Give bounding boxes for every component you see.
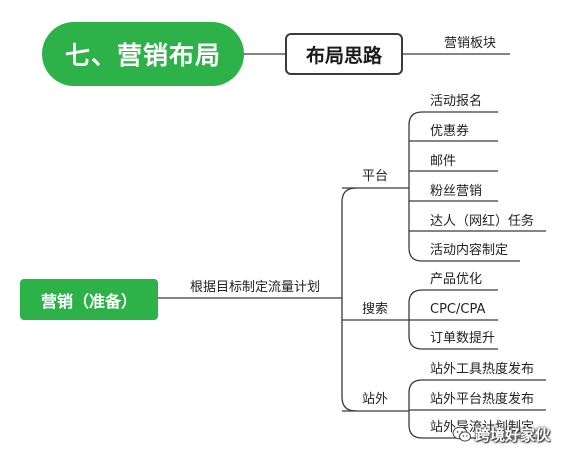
leaf-item: 活动内容制定 — [430, 243, 509, 258]
center-connector-label: 根据目标制定流量计划 — [190, 280, 321, 295]
leaf-item: 站外工具热度发布 — [430, 362, 535, 377]
watermark-text: 跨境好家伙 — [475, 426, 551, 444]
leaf-item: 活动报名 — [430, 94, 483, 109]
center-node: 营销（准备） — [20, 279, 158, 320]
leaf-item: 达人（网红）任务 — [430, 214, 535, 229]
layout-node: 布局思路 — [285, 33, 403, 75]
branch-label-search: 搜索 — [362, 302, 389, 317]
leaf-item: 优惠券 — [430, 124, 470, 139]
leaf-item: 产品优化 — [430, 272, 483, 287]
branch-label-offsite: 站外 — [362, 392, 389, 407]
layout-child-label: 营销板块 — [444, 36, 497, 51]
root-node: 七、营销布局 — [42, 22, 244, 86]
branch-label-platform: 平台 — [362, 169, 389, 184]
wechat-icon — [452, 426, 472, 443]
leaf-item: 订单数提升 — [430, 331, 496, 346]
leaf-item: 邮件 — [430, 154, 457, 169]
leaf-item: 粉丝营销 — [430, 184, 483, 199]
watermark: 跨境好家伙 — [452, 424, 550, 445]
leaf-item: 站外平台热度发布 — [430, 392, 535, 407]
leaf-item: CPC/CPA — [430, 302, 486, 317]
